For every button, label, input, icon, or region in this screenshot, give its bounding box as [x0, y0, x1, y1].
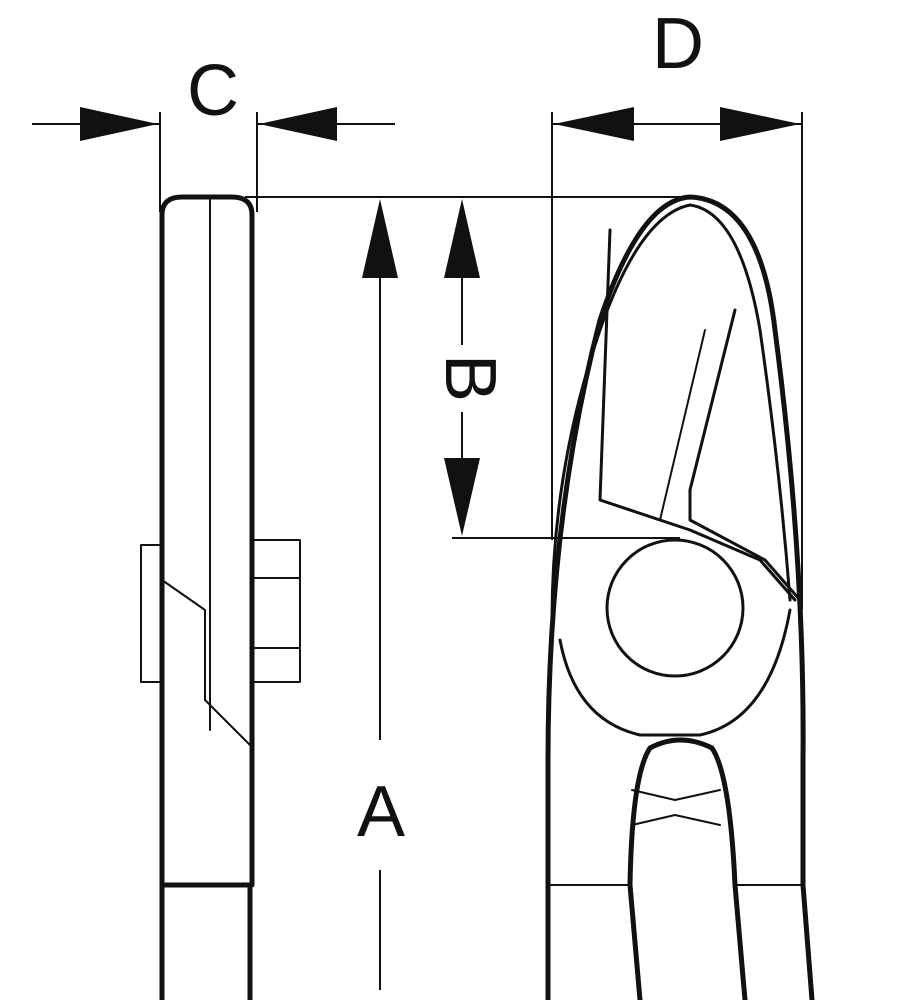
pivot-bolt: [605, 538, 745, 678]
side-view-body-outline: [159, 194, 255, 888]
dimension-c: C: [32, 51, 395, 212]
dimension-b: B: [430, 199, 680, 539]
lower-jaw-blade: [688, 308, 802, 602]
dimension-d-arrow-right: [720, 107, 800, 141]
throat-cross-left: [631, 789, 721, 801]
dimension-d: D: [551, 4, 803, 610]
dimension-c-arrow-left: [80, 107, 158, 141]
dimension-d-arrow-left: [554, 107, 634, 141]
dimension-b-label: B: [430, 354, 510, 402]
dimension-a-label: A: [357, 772, 405, 852]
pivot-chamfer: [161, 579, 251, 746]
upper-jaw-blade: [598, 228, 797, 602]
dimension-c-label: C: [187, 51, 239, 131]
pivot-nut: [251, 539, 301, 683]
front-view: [545, 194, 815, 1000]
throat-cross-right: [631, 814, 721, 826]
head-inner-outline: [550, 203, 792, 622]
right-handle-inner: [732, 882, 748, 1000]
left-handle-inner: [627, 882, 643, 1000]
pivot-boss-outline: [558, 608, 792, 737]
dimension-c-arrow-right: [259, 107, 337, 141]
side-view: [140, 194, 301, 1000]
blade-edge-line: [659, 329, 706, 521]
dimension-a: A: [357, 199, 405, 990]
pivot-washer: [140, 544, 163, 683]
dimension-a-arrow-top: [362, 199, 398, 278]
handle-throat: [627, 737, 738, 888]
dimension-d-label: D: [652, 4, 704, 84]
head-outer-outline: [545, 194, 806, 888]
dimension-b-arrow-bottom: [444, 458, 480, 536]
right-handle-outer: [800, 882, 815, 1000]
dimension-b-arrow-top: [444, 199, 480, 278]
